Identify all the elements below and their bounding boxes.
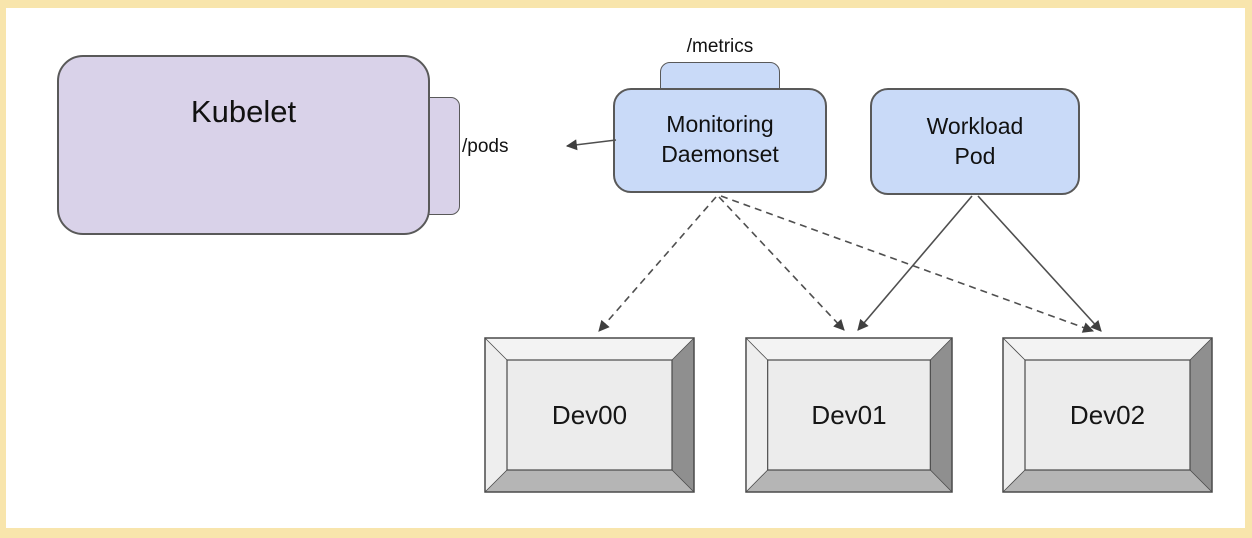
device-node-dev01: Dev01 [745,337,953,493]
monitoring-daemonset-node: Monitoring Daemonset [613,88,827,193]
device-label-dev00: Dev00 [551,399,628,430]
kubelet-label: Kubelet [190,94,297,129]
device-frame [484,337,695,493]
device-frame [1002,337,1213,493]
pods-endpoint-label: /pods [462,136,509,157]
device-label-dev02: Dev02 [1069,399,1146,430]
monitoring-daemonset-label: Monitoring Daemonset [661,111,779,167]
workload-pod-node: Workload Pod [870,88,1080,195]
edge-workload-to-dev01 [857,195,973,331]
workload-pod-label: Workload Pod [926,113,1024,169]
device-node-dev00: Dev00 [484,337,695,493]
edge-monitoring-to-pods [565,139,617,151]
device-frame [745,337,953,493]
device-label-dev01: Dev01 [811,399,887,430]
edge-monitoring-to-dev01 [718,196,845,331]
kubelet-node: Kubelet [57,55,430,235]
edge-monitoring-to-dev02 [720,195,1095,333]
metrics-endpoint-label: /metrics [686,36,754,57]
device-node-dev02: Dev02 [1002,337,1213,493]
edge-workload-to-dev02 [977,195,1102,332]
edge-monitoring-to-dev00 [598,196,717,332]
